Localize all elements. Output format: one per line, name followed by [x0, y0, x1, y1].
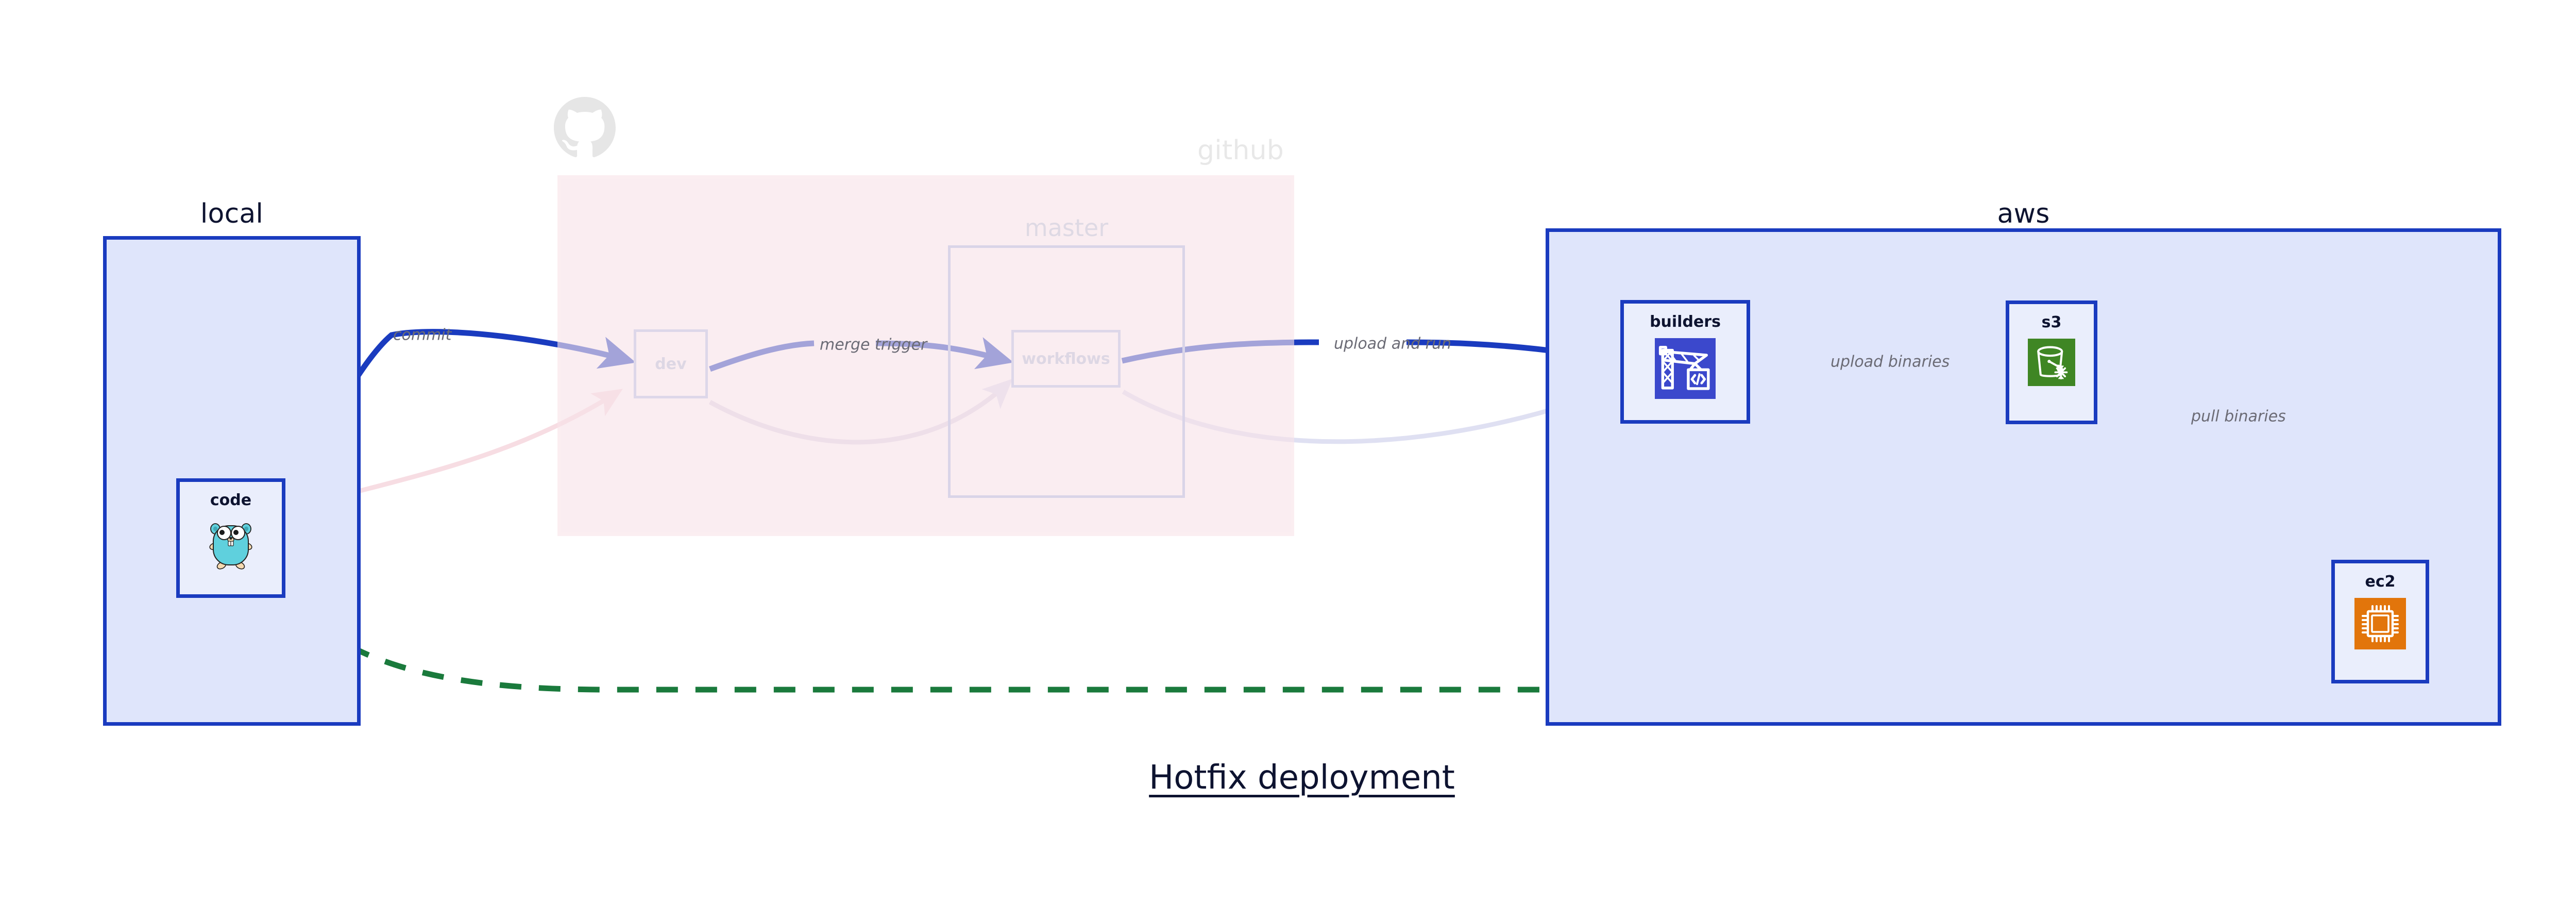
node-code-label: code — [210, 491, 252, 509]
cluster-label-github-text: github — [1197, 135, 1284, 166]
cluster-github[interactable] — [557, 175, 1294, 536]
cluster-label-local: local — [103, 198, 361, 229]
edge-label-upload-and-run: upload and run — [1334, 335, 1451, 353]
node-s3-label: s3 — [2041, 313, 2062, 331]
edge-label-upload-binaries-text: upload binaries — [1831, 353, 1950, 371]
edge-label-pull-binaries-text: pull binaries — [2191, 407, 2286, 426]
cluster-label-aws-text: aws — [1997, 198, 2050, 229]
subgroup-label-master-text: master — [1024, 214, 1109, 242]
diagram-title: Hotfix deployment — [0, 759, 2576, 797]
aws-codebuild-icon — [1655, 338, 1716, 401]
subgroup-master[interactable] — [948, 245, 1185, 498]
node-workflows-label: workflows — [1022, 349, 1110, 368]
node-s3[interactable]: s3 — [2006, 300, 2097, 424]
go-gopher-icon — [207, 516, 255, 572]
github-octocat-icon — [554, 97, 616, 159]
cluster-label-github: github — [1037, 135, 1284, 166]
edge-label-upload-binaries: upload binaries — [1831, 353, 1950, 371]
subgroup-label-master: master — [948, 214, 1185, 242]
aws-ec2-icon — [2354, 598, 2406, 652]
node-builders-label: builders — [1650, 313, 1721, 331]
edge-label-merge-trigger: merge trigger — [820, 336, 927, 354]
node-ec2[interactable]: ec2 — [2331, 560, 2429, 683]
edge-label-commit-text: commit — [393, 326, 452, 344]
node-dev[interactable]: dev — [634, 329, 708, 398]
cluster-label-local-text: local — [200, 198, 264, 229]
edge-label-upload-and-run-text: upload and run — [1334, 335, 1452, 353]
cluster-label-aws: aws — [1546, 198, 2501, 229]
edge-label-commit: commit — [393, 326, 451, 344]
edge-label-pull-binaries: pull binaries — [2191, 408, 2286, 426]
node-workflows[interactable]: workflows — [1011, 330, 1121, 388]
node-ec2-label: ec2 — [2365, 573, 2396, 591]
node-code[interactable]: code — [176, 478, 285, 598]
node-dev-label: dev — [655, 355, 687, 373]
node-builders[interactable]: builders — [1620, 300, 1750, 424]
aws-s3-glacier-icon — [2028, 339, 2075, 388]
diagram-title-text: Hotfix deployment — [1149, 759, 1455, 797]
edge-label-merge-trigger-text: merge trigger — [820, 336, 927, 354]
